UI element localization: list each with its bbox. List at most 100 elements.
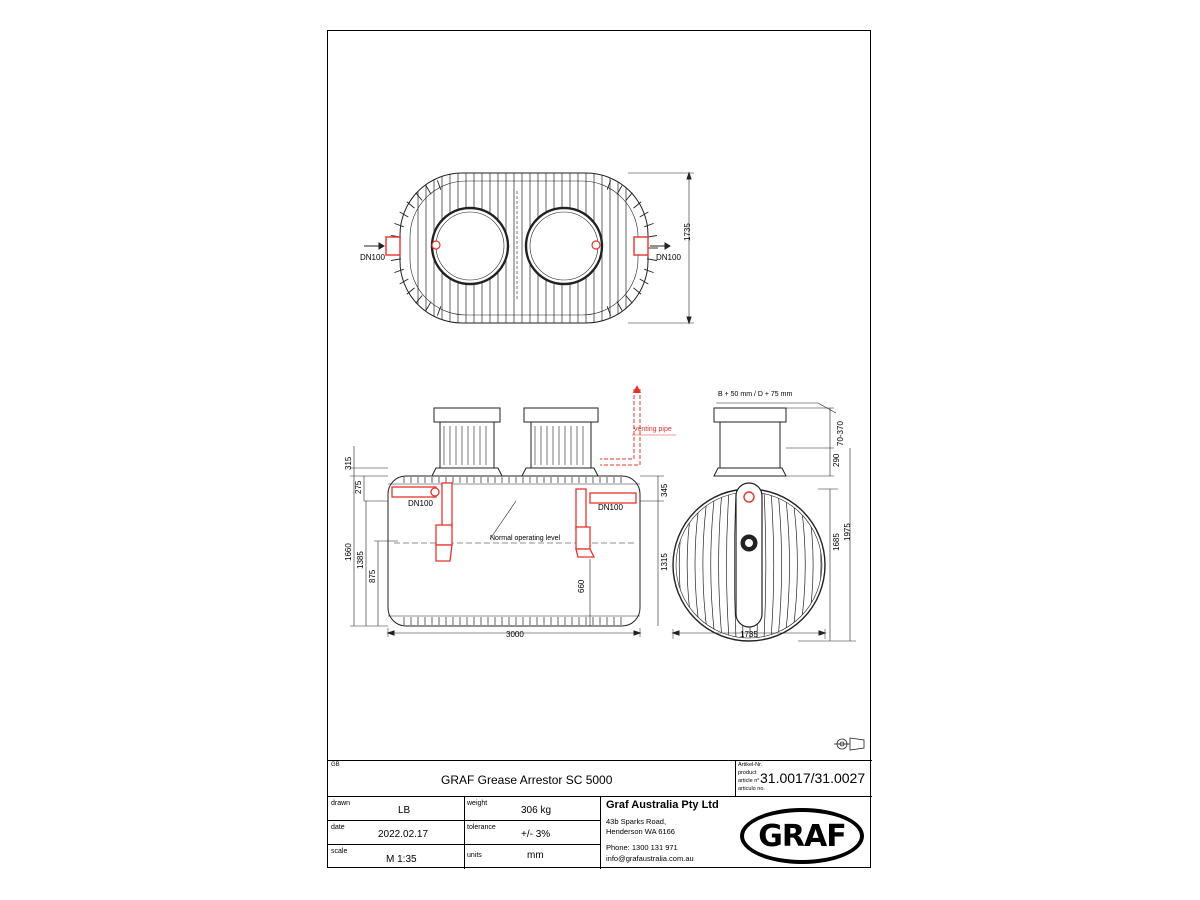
tank-rib [425, 301, 432, 311]
drawn-value: LB [398, 805, 411, 816]
dim-1685: 1685 [832, 533, 841, 551]
tank-rib [399, 211, 409, 218]
address-line-1: 43b Sparks Road, [606, 817, 667, 826]
tank-rib [425, 185, 432, 195]
tank-rib [399, 278, 409, 285]
graf-logo-text: GRAF [758, 818, 846, 854]
tank-rib [394, 268, 404, 274]
riser-lid-right [523, 407, 599, 423]
tank-rib [777, 492, 782, 638]
article-number: 31.0017/31.0027 [760, 770, 866, 786]
company-name: Graf Australia Pty Ltd [606, 799, 719, 811]
dim-70-370: 70-370 [836, 421, 845, 446]
language-code: GB [331, 762, 340, 768]
tank-rib [644, 222, 654, 228]
address-line-2: Henderson WA 6166 [606, 827, 675, 836]
units-label: units [467, 852, 482, 859]
title-block: GB GRAF Grease Arrestor SC 5000 Artikel-… [328, 760, 872, 869]
tank-rib [625, 295, 633, 304]
tank-rib [633, 287, 642, 295]
tank-rib [812, 492, 822, 638]
top-view [364, 171, 694, 325]
side-view [350, 385, 676, 637]
tank-rib [406, 287, 415, 295]
dn-label-inlet-top: DN100 [360, 253, 385, 262]
dn-label-inlet-side: DN100 [408, 499, 433, 508]
tank-rib [644, 268, 654, 274]
weight-value: 306 kg [521, 805, 552, 816]
dim-345: 345 [660, 483, 669, 497]
extension-note: B + 50 mm / D + 75 mm [718, 391, 793, 398]
tank-rib [770, 492, 775, 638]
dim-top-1735: 1735 [683, 223, 692, 241]
tank-rib [606, 180, 612, 190]
inlet-pipe-side [391, 482, 453, 562]
dim-290: 290 [832, 453, 841, 467]
tank-rib [606, 306, 612, 316]
tank-rib [710, 492, 716, 638]
dn-label-outlet-side: DN100 [598, 503, 623, 512]
phone: Phone: 1300 131 971 [606, 843, 678, 852]
drawn-label: drawn [331, 800, 351, 807]
tank-rib [436, 306, 442, 316]
dim-1975: 1975 [843, 523, 852, 541]
outlet-pipe-side [575, 488, 637, 558]
dim-1660: 1660 [344, 543, 353, 561]
tank-rib [784, 492, 790, 638]
tank-rib [639, 278, 649, 285]
drawing-title: GRAF Grease Arrestor SC 5000 [441, 773, 613, 787]
technical-drawing [350, 171, 865, 751]
riser-lid-end [713, 407, 787, 423]
dim-1315: 1315 [660, 553, 669, 571]
tank-rib [678, 492, 688, 638]
tank-rib [415, 192, 423, 201]
tank-rib [694, 492, 702, 638]
third-angle-projection-icon [834, 737, 865, 751]
tank-rib [406, 201, 415, 209]
tank-rib [616, 185, 623, 195]
tank-rib [734, 492, 737, 638]
drawing-sheet: DN100 DN100 1735 DN100 DN100 venting pip… [327, 30, 872, 869]
units-value: mm [527, 850, 544, 861]
dim-1385: 1385 [356, 551, 365, 569]
tank-rib [616, 301, 623, 311]
tank-rib [415, 295, 423, 304]
tank-rib [718, 492, 723, 638]
dim-875: 875 [368, 569, 377, 583]
dn-label-outlet-top: DN100 [656, 253, 681, 262]
riser-lid-left [433, 407, 501, 423]
tank-rib [639, 211, 649, 218]
end-view [671, 402, 856, 642]
tank-rib [805, 492, 814, 638]
article-label-3: article n° [738, 778, 760, 784]
venting-pipe-label: venting pipe [634, 426, 672, 433]
inlet-pipe-top [385, 236, 401, 256]
tank-rib [763, 492, 767, 638]
dim-end-1735: 1735 [740, 630, 758, 639]
article-label-1: Artikel-Nr. [738, 762, 763, 768]
tolerance-label: tolerance [467, 824, 496, 831]
date-value: 2022.02.17 [378, 829, 429, 840]
tank-rib [633, 201, 642, 209]
tank-rib [726, 492, 730, 638]
tank-rib [625, 192, 633, 201]
shaft-opening-left [430, 206, 510, 286]
tank-rib [791, 492, 798, 638]
dim-3000: 3000 [506, 630, 524, 639]
tank-body-side [387, 475, 641, 627]
tank-rib [436, 180, 442, 190]
date-label: date [331, 824, 345, 831]
email: info@grafaustralia.com.au [606, 854, 694, 863]
tank-rib [702, 492, 709, 638]
dim-275: 275 [354, 480, 363, 494]
tank-rib [391, 258, 402, 261]
article-label-4: articulo no. [738, 786, 765, 792]
tank-rib [394, 222, 404, 228]
weight-label: weight [467, 800, 488, 807]
scale-value: M 1:35 [386, 854, 417, 865]
tank-rib [646, 258, 657, 261]
scale-label: scale [331, 848, 348, 855]
operating-level-label: Normal operating level [490, 535, 561, 542]
dim-315: 315 [344, 456, 353, 470]
outlet-pipe-top [633, 236, 649, 256]
